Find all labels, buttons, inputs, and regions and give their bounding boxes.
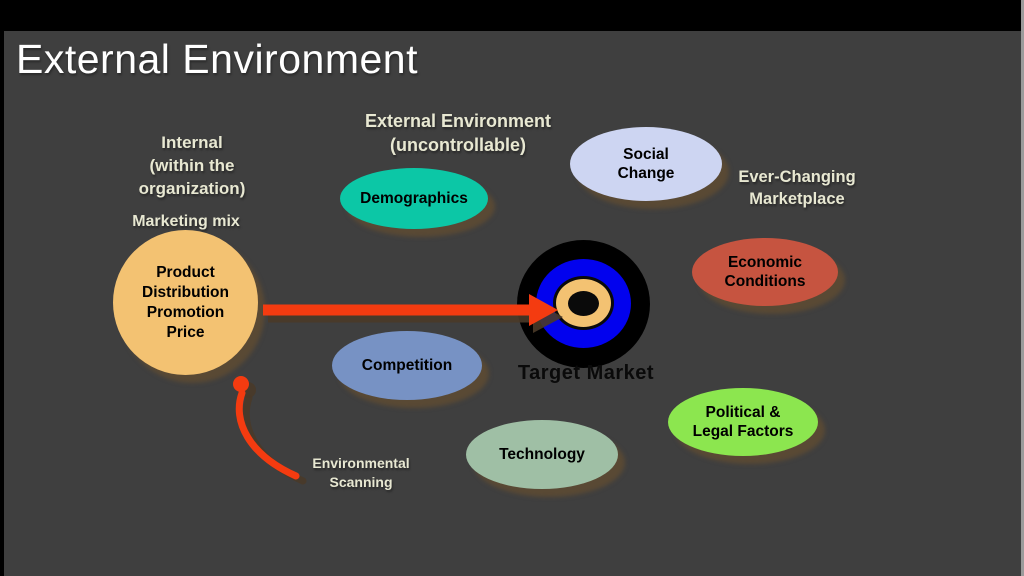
label-ever-changing-marketplace: Ever-Changing Marketplace [738, 168, 856, 208]
slide-title: External Environment [16, 36, 418, 82]
left-letterbox-bar [0, 0, 4, 576]
ellipse-social-change: Social Change [570, 127, 722, 201]
label-target-market: Target Market [517, 362, 655, 384]
marketing-mix-circle-label: Product Distribution Promotion Price [142, 263, 229, 341]
ellipse-demographics-label: Demographics [360, 190, 468, 207]
label-internal-within-organization: Internal (within the organization) [138, 133, 246, 198]
ellipse-technology-label: Technology [499, 446, 585, 463]
label-marketing-mix: Marketing mix [132, 213, 240, 230]
ellipse-technology: Technology [466, 420, 618, 489]
label-environmental-scanning: Environmental Scanning [312, 455, 410, 490]
ellipse-political-legal-factors-label: Political & Legal Factors [692, 404, 794, 440]
top-letterbox-bar [0, 0, 1024, 31]
curved-arrow-dot-shadow [240, 382, 256, 398]
marketing-mix-circle: Product Distribution Promotion Price [113, 230, 258, 375]
ellipse-demographics: Demographics [340, 168, 488, 229]
right-edge-bar [1021, 0, 1024, 576]
curved-arrow-dot [233, 376, 249, 392]
ellipse-competition-label: Competition [361, 357, 453, 374]
bullseye-center-dot [568, 291, 599, 316]
ellipse-economic-conditions: Economic Conditions [692, 238, 838, 306]
ellipse-competition: Competition [332, 331, 482, 400]
ellipse-economic-conditions-label: Economic Conditions [724, 254, 806, 290]
ellipse-social-change-label: Social Change [617, 146, 675, 182]
ellipse-political-legal-factors: Political & Legal Factors [668, 388, 818, 456]
label-external-environment-uncontrollable: External Environment (uncontrollable) [364, 111, 552, 155]
